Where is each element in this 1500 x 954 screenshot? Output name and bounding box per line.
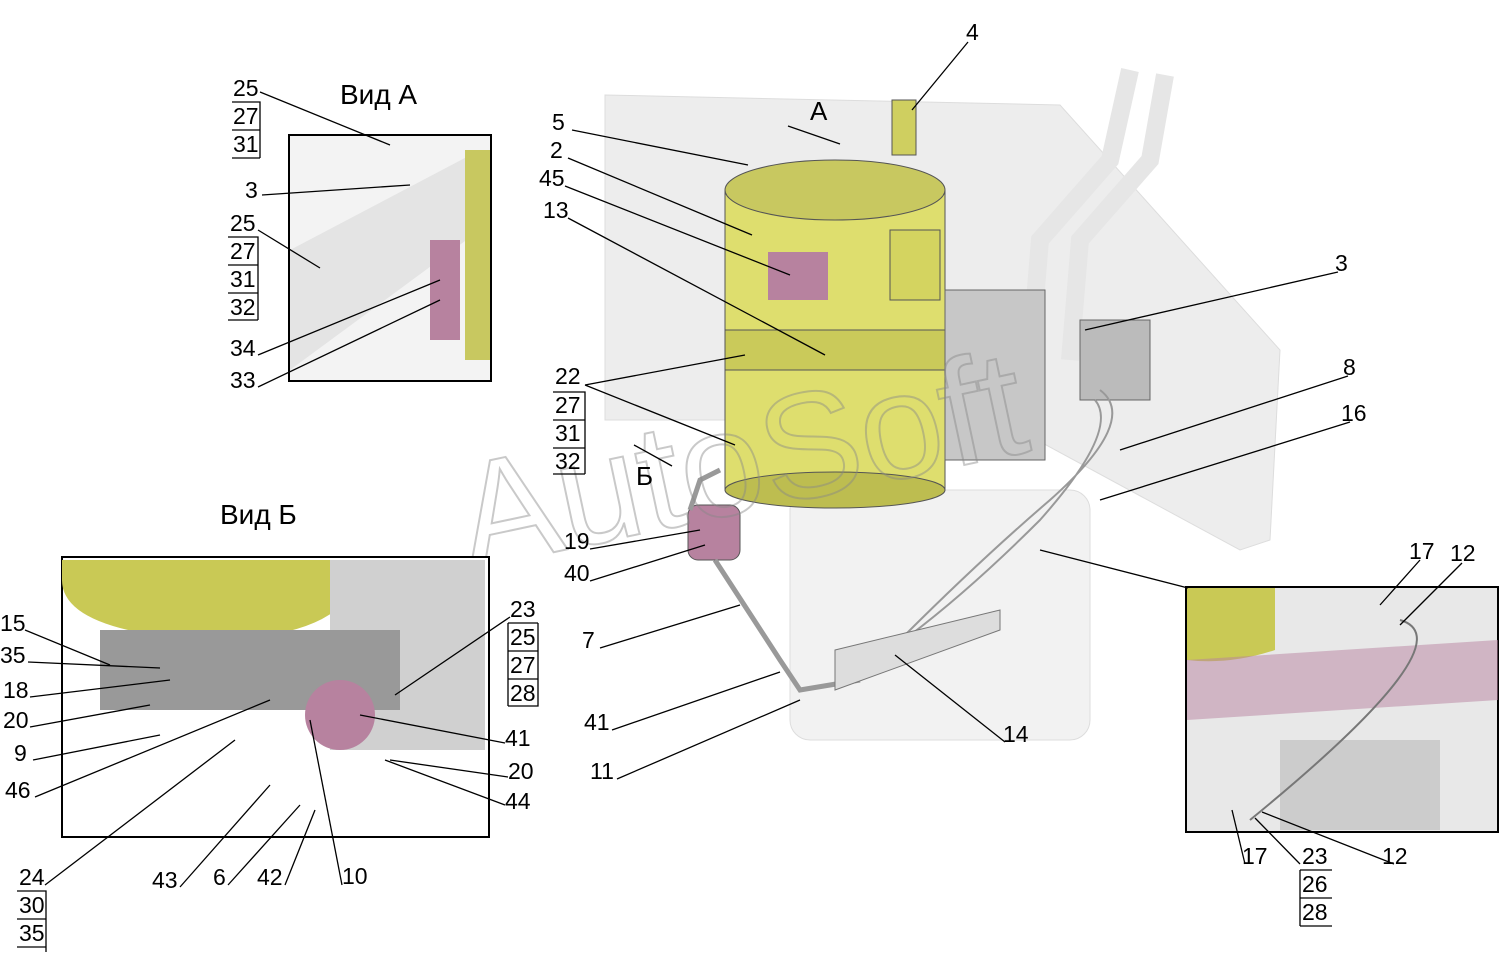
arrow-a-label: А	[810, 96, 828, 126]
view-b-label-20: 20	[3, 707, 29, 733]
view-b-label-42: 42	[257, 864, 283, 890]
arrow-a	[787, 125, 841, 145]
view-a-label-31: 31	[233, 131, 259, 157]
view-b-label-25: 25	[510, 624, 536, 650]
view-b-label-20b: 20	[508, 758, 534, 784]
valve	[891, 99, 917, 156]
view-b-label-44: 44	[505, 788, 531, 814]
view-b-label-30: 30	[19, 892, 45, 918]
label-22: 22	[555, 363, 581, 389]
view-b-label-10: 10	[342, 863, 368, 889]
label-40: 40	[564, 560, 590, 586]
arrow-b-label: Б	[636, 461, 653, 491]
view-a-leaders	[257, 91, 441, 388]
view-a-label-3: 3	[245, 177, 258, 203]
view-b-filter	[305, 680, 375, 750]
view-a-label-25b: 25	[230, 210, 256, 236]
label-31: 31	[555, 420, 581, 446]
bracket-plate	[1079, 319, 1151, 401]
view-a-label-34: 34	[230, 335, 256, 361]
view-a-label-33: 33	[230, 367, 256, 393]
label-4: 4	[966, 19, 979, 45]
detail-label-17-bottom: 17	[1242, 843, 1268, 869]
detail-label-12-top: 12	[1450, 540, 1476, 566]
view-b-label-41: 41	[505, 725, 531, 751]
label-13: 13	[543, 197, 569, 223]
fuel-pipe	[687, 467, 861, 693]
fuel-line	[889, 389, 1114, 651]
view-b-stack-1	[507, 622, 539, 707]
view-a-stack-2	[228, 236, 259, 321]
stack-brackets	[17, 101, 1332, 952]
arrow-b	[633, 444, 673, 467]
main-leaders	[564, 41, 1463, 865]
detail-label-23: 23	[1302, 843, 1328, 869]
label-32: 32	[555, 448, 581, 474]
view-a-label-31b: 31	[230, 266, 256, 292]
view-b-label-18: 18	[3, 677, 29, 703]
label-14: 14	[1003, 721, 1029, 747]
detail-label-17-top: 17	[1409, 538, 1435, 564]
view-b-label-43: 43	[152, 867, 178, 893]
detail-tank	[1187, 588, 1275, 662]
view-a-frame	[290, 150, 480, 370]
view-a-label-27: 27	[233, 103, 259, 129]
detail-heater	[1280, 740, 1440, 830]
label-27: 27	[555, 392, 581, 418]
detail-fuel-line	[1249, 619, 1418, 821]
view-b-label-35: 35	[0, 642, 26, 668]
mount-plate	[834, 609, 1001, 691]
view-b-label-6: 6	[213, 864, 226, 890]
view-b-stack-2	[17, 890, 47, 952]
label-stack-bracket	[553, 391, 586, 475]
bracket	[944, 289, 1046, 461]
view-b-label-24: 24	[19, 864, 45, 890]
view-b-label-27: 27	[510, 652, 536, 678]
view-a-title: Вид А	[340, 79, 417, 110]
label-45: 45	[539, 165, 565, 191]
label-19: 19	[564, 528, 590, 554]
view-b-title: Вид Б	[220, 499, 297, 530]
label-16: 16	[1341, 400, 1367, 426]
view-a-bracket	[430, 240, 460, 340]
label-5: 5	[552, 109, 565, 135]
view-b-label-35b: 35	[19, 920, 45, 946]
view-b-label-28: 28	[510, 680, 536, 706]
view-b-tank	[62, 560, 360, 640]
tank	[724, 159, 946, 509]
view-a-label-25: 25	[233, 75, 259, 101]
detail-label-12-bottom: 12	[1382, 843, 1408, 869]
view-a-label-32b: 32	[230, 294, 256, 320]
detail-label-28: 28	[1302, 899, 1328, 925]
view-a-tank	[465, 150, 490, 360]
label-2: 2	[550, 137, 563, 163]
detail-plate	[1187, 640, 1498, 720]
detail-stack-bracket	[1299, 869, 1332, 927]
view-b-label-9: 9	[14, 740, 27, 766]
view-b-label-23: 23	[510, 596, 536, 622]
label-3: 3	[1335, 250, 1348, 276]
view-a-label-27b: 27	[230, 238, 256, 264]
heater-unit	[789, 489, 1091, 741]
view-b-leaders	[24, 616, 511, 888]
label-7: 7	[582, 627, 595, 653]
view-a-stack-1	[232, 101, 261, 159]
label-11: 11	[590, 758, 614, 784]
view-b-label-15: 15	[0, 610, 26, 636]
detail-label-26: 26	[1302, 871, 1328, 897]
label-41: 41	[584, 709, 610, 735]
label-8: 8	[1343, 354, 1356, 380]
view-b-label-46: 46	[5, 777, 31, 803]
